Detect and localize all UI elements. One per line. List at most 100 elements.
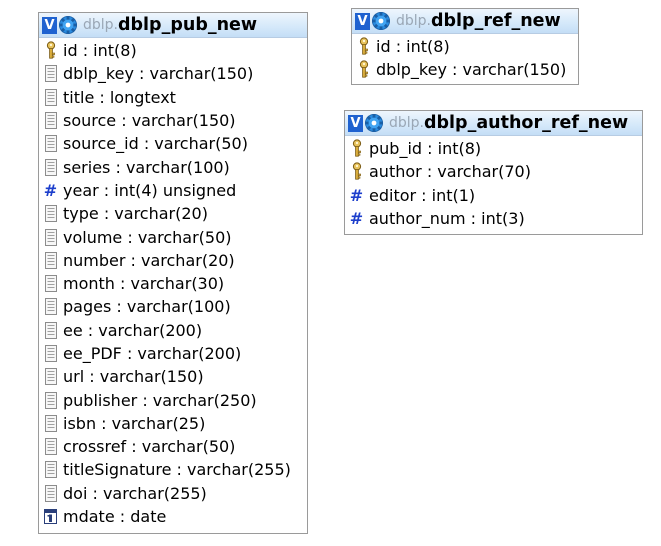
column-row[interactable]: author : varchar(70) (345, 160, 642, 183)
table-header[interactable]: V dblp.dblp_pub_new (39, 13, 307, 38)
table-dblp-pub-new[interactable]: V dblp.dblp_pub_new id : int(8) dblp_key … (38, 12, 308, 534)
column-icon (43, 484, 58, 503)
column-icon (43, 391, 58, 410)
column-row[interactable]: source : varchar(150) (39, 109, 307, 132)
column-icon (43, 274, 58, 293)
column-label: url : varchar(150) (63, 367, 204, 387)
gear-icon (364, 113, 384, 133)
column-icon (43, 134, 58, 153)
key-icon (349, 162, 364, 181)
view-icon: V (42, 16, 57, 34)
table-name: dblp_pub_new (118, 15, 258, 35)
key-icon (349, 139, 364, 158)
column-row[interactable]: series : varchar(100) (39, 155, 307, 178)
numeric-icon: # (43, 180, 58, 200)
view-icon: V (355, 12, 370, 30)
table-dblp-author-ref-new[interactable]: V dblp.dblp_author_ref_new pub_id : int(… (344, 110, 643, 235)
database-prefix: dblp. (389, 115, 424, 131)
table-dblp-ref-new[interactable]: V dblp.dblp_ref_new id : int(8) dblp_key … (351, 8, 579, 85)
database-prefix: dblp. (396, 13, 431, 29)
column-row[interactable]: volume : varchar(50) (39, 225, 307, 248)
column-label: ee_PDF : varchar(200) (63, 344, 242, 363)
column-icon (43, 204, 58, 223)
column-label: volume : varchar(50) (63, 227, 232, 247)
table-name: dblp_author_ref_new (424, 113, 629, 133)
column-icon (43, 460, 58, 479)
column-row[interactable]: ee_PDF : varchar(200) (39, 342, 307, 365)
column-icon (43, 111, 58, 130)
column-list: pub_id : int(8)author : varchar(70)#edit… (345, 136, 642, 230)
column-label: publisher : varchar(250) (63, 390, 257, 410)
key-icon (356, 37, 371, 56)
column-row[interactable]: month : varchar(30) (39, 272, 307, 295)
column-row[interactable]: number : varchar(20) (39, 249, 307, 272)
column-label: pages : varchar(100) (63, 297, 231, 317)
column-label: year : int(4) unsigned (63, 180, 237, 200)
column-row[interactable]: id : int(8) (352, 35, 578, 58)
column-label: editor : int(1) (369, 185, 476, 205)
column-row[interactable]: id : int(8) (39, 39, 307, 62)
column-row[interactable]: publisher : varchar(250) (39, 388, 307, 411)
column-row[interactable]: pages : varchar(100) (39, 295, 307, 318)
column-icon (43, 228, 58, 247)
column-label: author_num : int(3) (369, 209, 525, 229)
column-label: month : varchar(30) (63, 274, 225, 294)
column-label: doi : varchar(255) (63, 483, 207, 503)
column-row[interactable]: #author_num : int(3) (345, 207, 642, 230)
column-list: id : int(8) dblp_key : varchar(150) title … (39, 38, 307, 528)
column-label: title : longtext (63, 87, 176, 107)
column-label: id : int(8) (376, 37, 450, 57)
column-label: source_id : varchar(50) (63, 134, 248, 154)
column-row[interactable]: source_id : varchar(50) (39, 132, 307, 155)
column-icon (43, 88, 58, 107)
column-label: titleSignature : varchar(255) (63, 460, 291, 480)
column-label: source : varchar(150) (63, 111, 236, 131)
column-row[interactable]: pub_id : int(8) (345, 137, 642, 160)
gear-icon (371, 11, 391, 31)
column-row[interactable]: mdate : date (39, 505, 307, 528)
column-label: dblp_key : varchar(150) (376, 60, 567, 80)
numeric-icon: # (349, 185, 364, 205)
table-header[interactable]: V dblp.dblp_ref_new (352, 9, 578, 34)
gear-icon (58, 15, 78, 35)
column-icon (43, 321, 58, 340)
key-icon (356, 60, 371, 79)
column-row[interactable]: url : varchar(150) (39, 365, 307, 388)
column-icon (43, 367, 58, 386)
column-icon (43, 297, 58, 316)
key-icon (43, 41, 58, 60)
column-row[interactable]: ee : varchar(200) (39, 319, 307, 342)
column-row[interactable]: dblp_key : varchar(150) (39, 62, 307, 85)
column-row[interactable]: isbn : varchar(25) (39, 412, 307, 435)
column-icon (43, 251, 58, 270)
column-label: dblp_key : varchar(150) (63, 64, 254, 84)
column-label: author : varchar(70) (369, 162, 531, 182)
column-list: id : int(8) dblp_key : varchar(150) (352, 34, 578, 82)
table-header[interactable]: V dblp.dblp_author_ref_new (345, 111, 642, 136)
column-row[interactable]: dblp_key : varchar(150) (352, 58, 578, 81)
column-icon (43, 414, 58, 433)
column-icon (43, 64, 58, 83)
column-label: type : varchar(20) (63, 204, 208, 224)
column-row[interactable]: crossref : varchar(50) (39, 435, 307, 458)
column-label: series : varchar(100) (63, 157, 230, 177)
column-row[interactable]: title : longtext (39, 86, 307, 109)
numeric-icon: # (349, 209, 364, 229)
database-prefix: dblp. (83, 17, 118, 33)
column-icon (43, 158, 58, 177)
view-icon: V (348, 114, 363, 132)
column-label: crossref : varchar(50) (63, 437, 236, 457)
column-label: id : int(8) (63, 41, 137, 61)
column-row[interactable]: #year : int(4) unsigned (39, 179, 307, 202)
column-label: isbn : varchar(25) (63, 413, 206, 433)
column-row[interactable]: #editor : int(1) (345, 184, 642, 207)
column-row[interactable]: doi : varchar(255) (39, 482, 307, 505)
table-name: dblp_ref_new (431, 11, 561, 31)
column-label: ee : varchar(200) (63, 320, 203, 340)
column-row[interactable]: type : varchar(20) (39, 202, 307, 225)
column-label: mdate : date (63, 507, 167, 527)
column-icon (43, 344, 58, 363)
date-icon (43, 507, 58, 526)
column-row[interactable]: titleSignature : varchar(255) (39, 458, 307, 481)
column-label: number : varchar(20) (63, 250, 235, 270)
